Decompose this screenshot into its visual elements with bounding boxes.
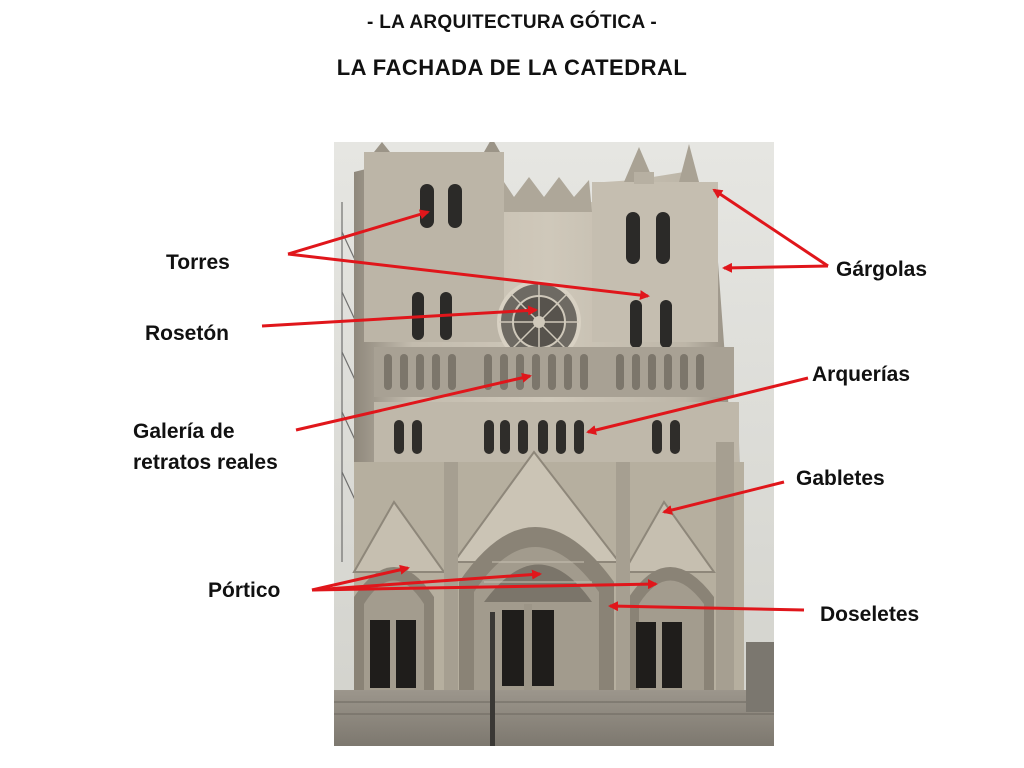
label-roseton: Rosetón xyxy=(145,322,229,345)
label-arquerias: Arquerías xyxy=(812,363,911,386)
label-galeria-line2: retratos reales xyxy=(133,451,278,474)
cathedral-facade-image xyxy=(334,142,774,746)
slide-subtitle: LA FACHADA DE LA CATEDRAL xyxy=(336,55,688,80)
slide-title: - LA ARQUITECTURA GÓTICA - xyxy=(367,12,657,33)
label-gabletes: Gabletes xyxy=(796,467,885,490)
label-gargolas: Gárgolas xyxy=(836,258,928,281)
label-doseletes: Doseletes xyxy=(820,603,920,626)
label-torres: Torres xyxy=(166,251,230,274)
label-portico: Pórtico xyxy=(208,579,281,602)
label-galeria-line1: Galería de xyxy=(133,420,235,443)
